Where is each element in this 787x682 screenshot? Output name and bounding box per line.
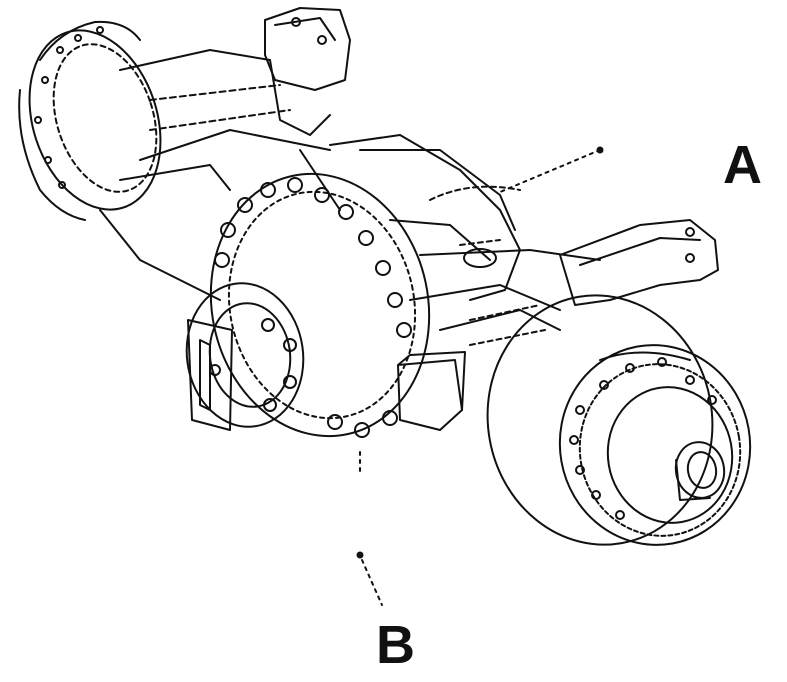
callout-dot-b <box>356 551 364 559</box>
callout-label-b: B <box>376 615 415 675</box>
left-mounting-pad <box>264 7 351 136</box>
central-housing <box>299 134 521 301</box>
callout-dot-a <box>596 146 604 154</box>
right-wheel-hub <box>486 294 752 546</box>
callout-label-a: A <box>723 135 762 195</box>
callout-leader-a <box>499 149 601 193</box>
callout-leader-b <box>359 451 383 606</box>
differential-flange <box>209 172 431 438</box>
input-yoke <box>185 282 305 431</box>
left-wheel-hub <box>18 20 162 221</box>
right-hub-shaft <box>674 441 726 501</box>
drain-block <box>397 351 466 431</box>
right-mounting-pad <box>559 219 719 306</box>
right-axle-tube <box>409 249 601 346</box>
left-axle-tube <box>99 49 331 301</box>
